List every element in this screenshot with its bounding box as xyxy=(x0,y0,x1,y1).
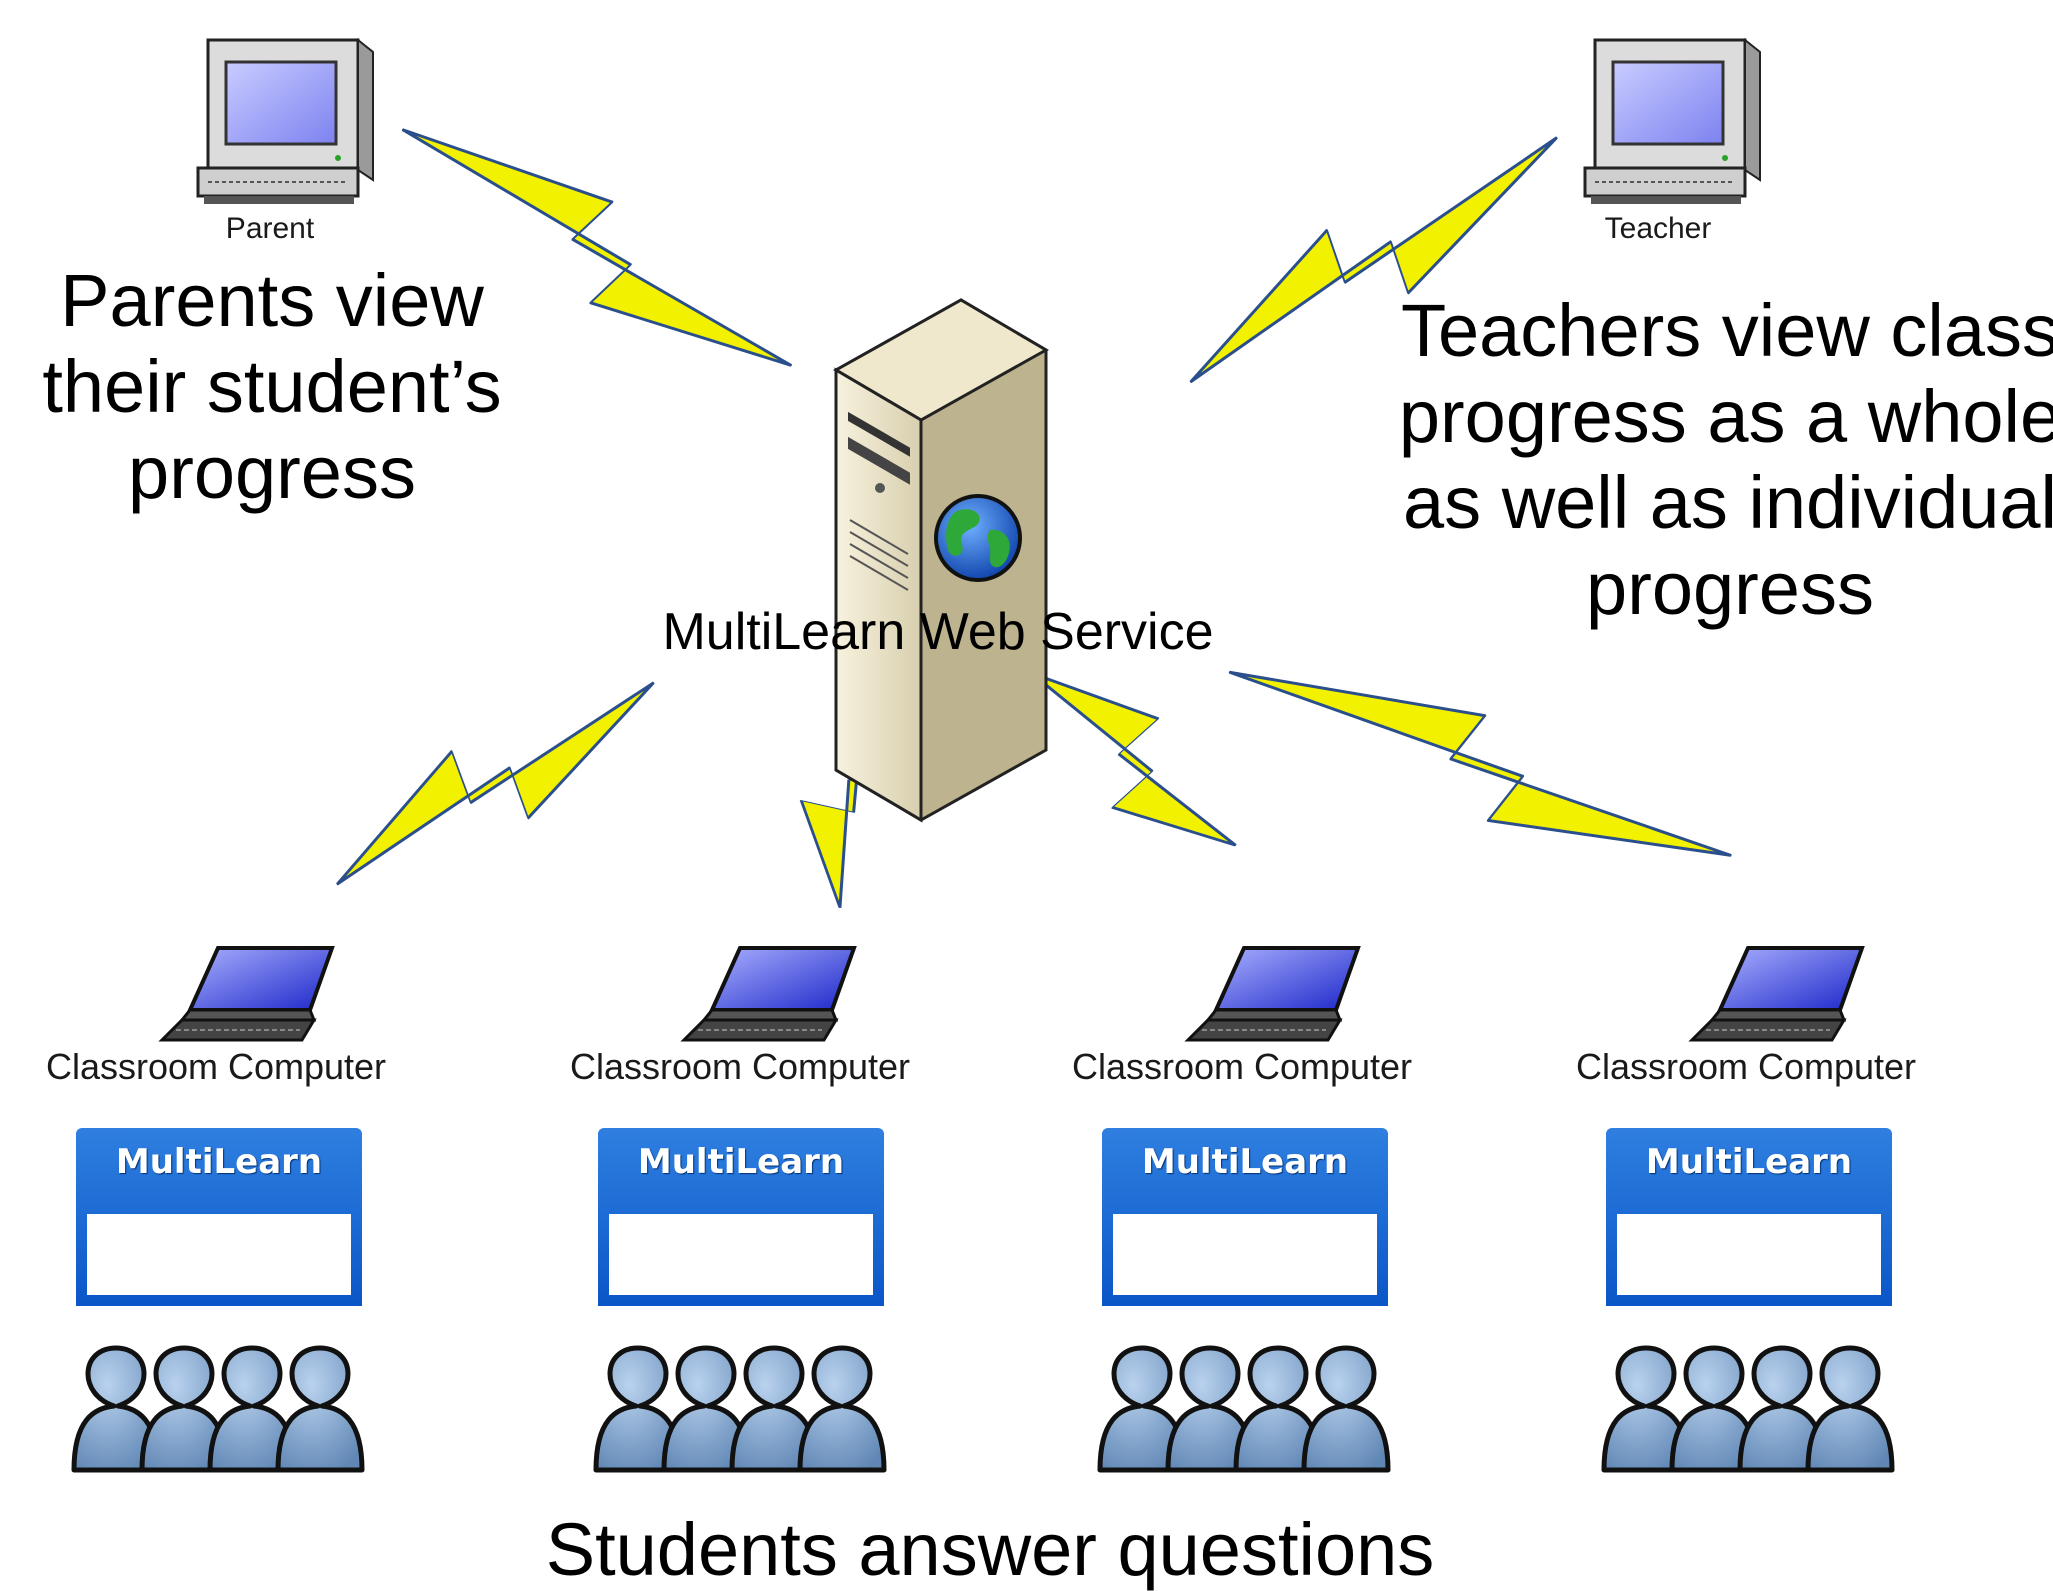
parent-caption-line: Parents view xyxy=(60,259,484,342)
parent-desktop-computer-icon xyxy=(196,38,375,206)
multilearn-app-window-3[interactable]: MultiLearn xyxy=(1102,1128,1388,1306)
parent-caption-line: progress xyxy=(128,431,416,514)
multilearn-app-window-1[interactable]: MultiLearn xyxy=(76,1128,362,1306)
teacher-desktop-computer-icon xyxy=(1583,38,1762,206)
classroom-label-3: Classroom Computer xyxy=(1071,1046,1413,1087)
globe-icon xyxy=(934,494,1022,582)
app-content-area xyxy=(1617,1214,1881,1295)
server-label: MultiLearn Web Service xyxy=(662,603,1214,661)
classroom-laptop-icon-3 xyxy=(1186,946,1360,1042)
multilearn-app-window-4[interactable]: MultiLearn xyxy=(1606,1128,1892,1306)
parent-caption: Parents view their student’s progress xyxy=(42,258,501,516)
classroom-laptop-icon-4 xyxy=(1690,946,1864,1042)
classroom-label-4: Classroom Computer xyxy=(1575,1046,1917,1087)
app-content-area xyxy=(1113,1214,1377,1295)
app-title: MultiLearn xyxy=(115,1142,323,1182)
teacher-caption-line: as well as individual xyxy=(1402,461,2053,544)
teacher-caption-line: Teachers view class xyxy=(1400,289,2053,372)
students-group-icon-3 xyxy=(1100,1348,1388,1470)
teacher-label: Teacher xyxy=(1604,212,1712,245)
classroom-laptop-icon-1 xyxy=(160,946,334,1042)
classroom-laptop-icon-2 xyxy=(682,946,856,1042)
parent-caption-line: their student’s xyxy=(42,345,502,428)
app-content-area xyxy=(87,1214,351,1295)
app-title: MultiLearn xyxy=(1141,1142,1349,1182)
multilearn-app-window-2[interactable]: MultiLearn xyxy=(598,1128,884,1306)
students-caption: Students answer questions xyxy=(545,1508,1435,1591)
students-group-icon-2 xyxy=(596,1348,884,1470)
classroom-label-1: Classroom Computer xyxy=(45,1046,387,1087)
bolt-server-to-classroom-1 xyxy=(310,635,679,929)
teacher-caption: Teachers view class progress as a whole … xyxy=(1399,288,2053,632)
app-title: MultiLearn xyxy=(637,1142,845,1182)
teacher-caption-line: progress xyxy=(1586,547,1874,630)
app-title: MultiLearn xyxy=(1645,1142,1853,1182)
parent-label: Parent xyxy=(225,212,315,245)
classroom-label-2: Classroom Computer xyxy=(569,1046,911,1087)
students-group-icon-4 xyxy=(1604,1348,1892,1470)
bolt-server-to-classroom-4 xyxy=(1210,631,1749,901)
students-group-icon-1 xyxy=(74,1348,362,1470)
app-content-area xyxy=(609,1214,873,1295)
teacher-caption-line: progress as a whole xyxy=(1398,375,2053,458)
